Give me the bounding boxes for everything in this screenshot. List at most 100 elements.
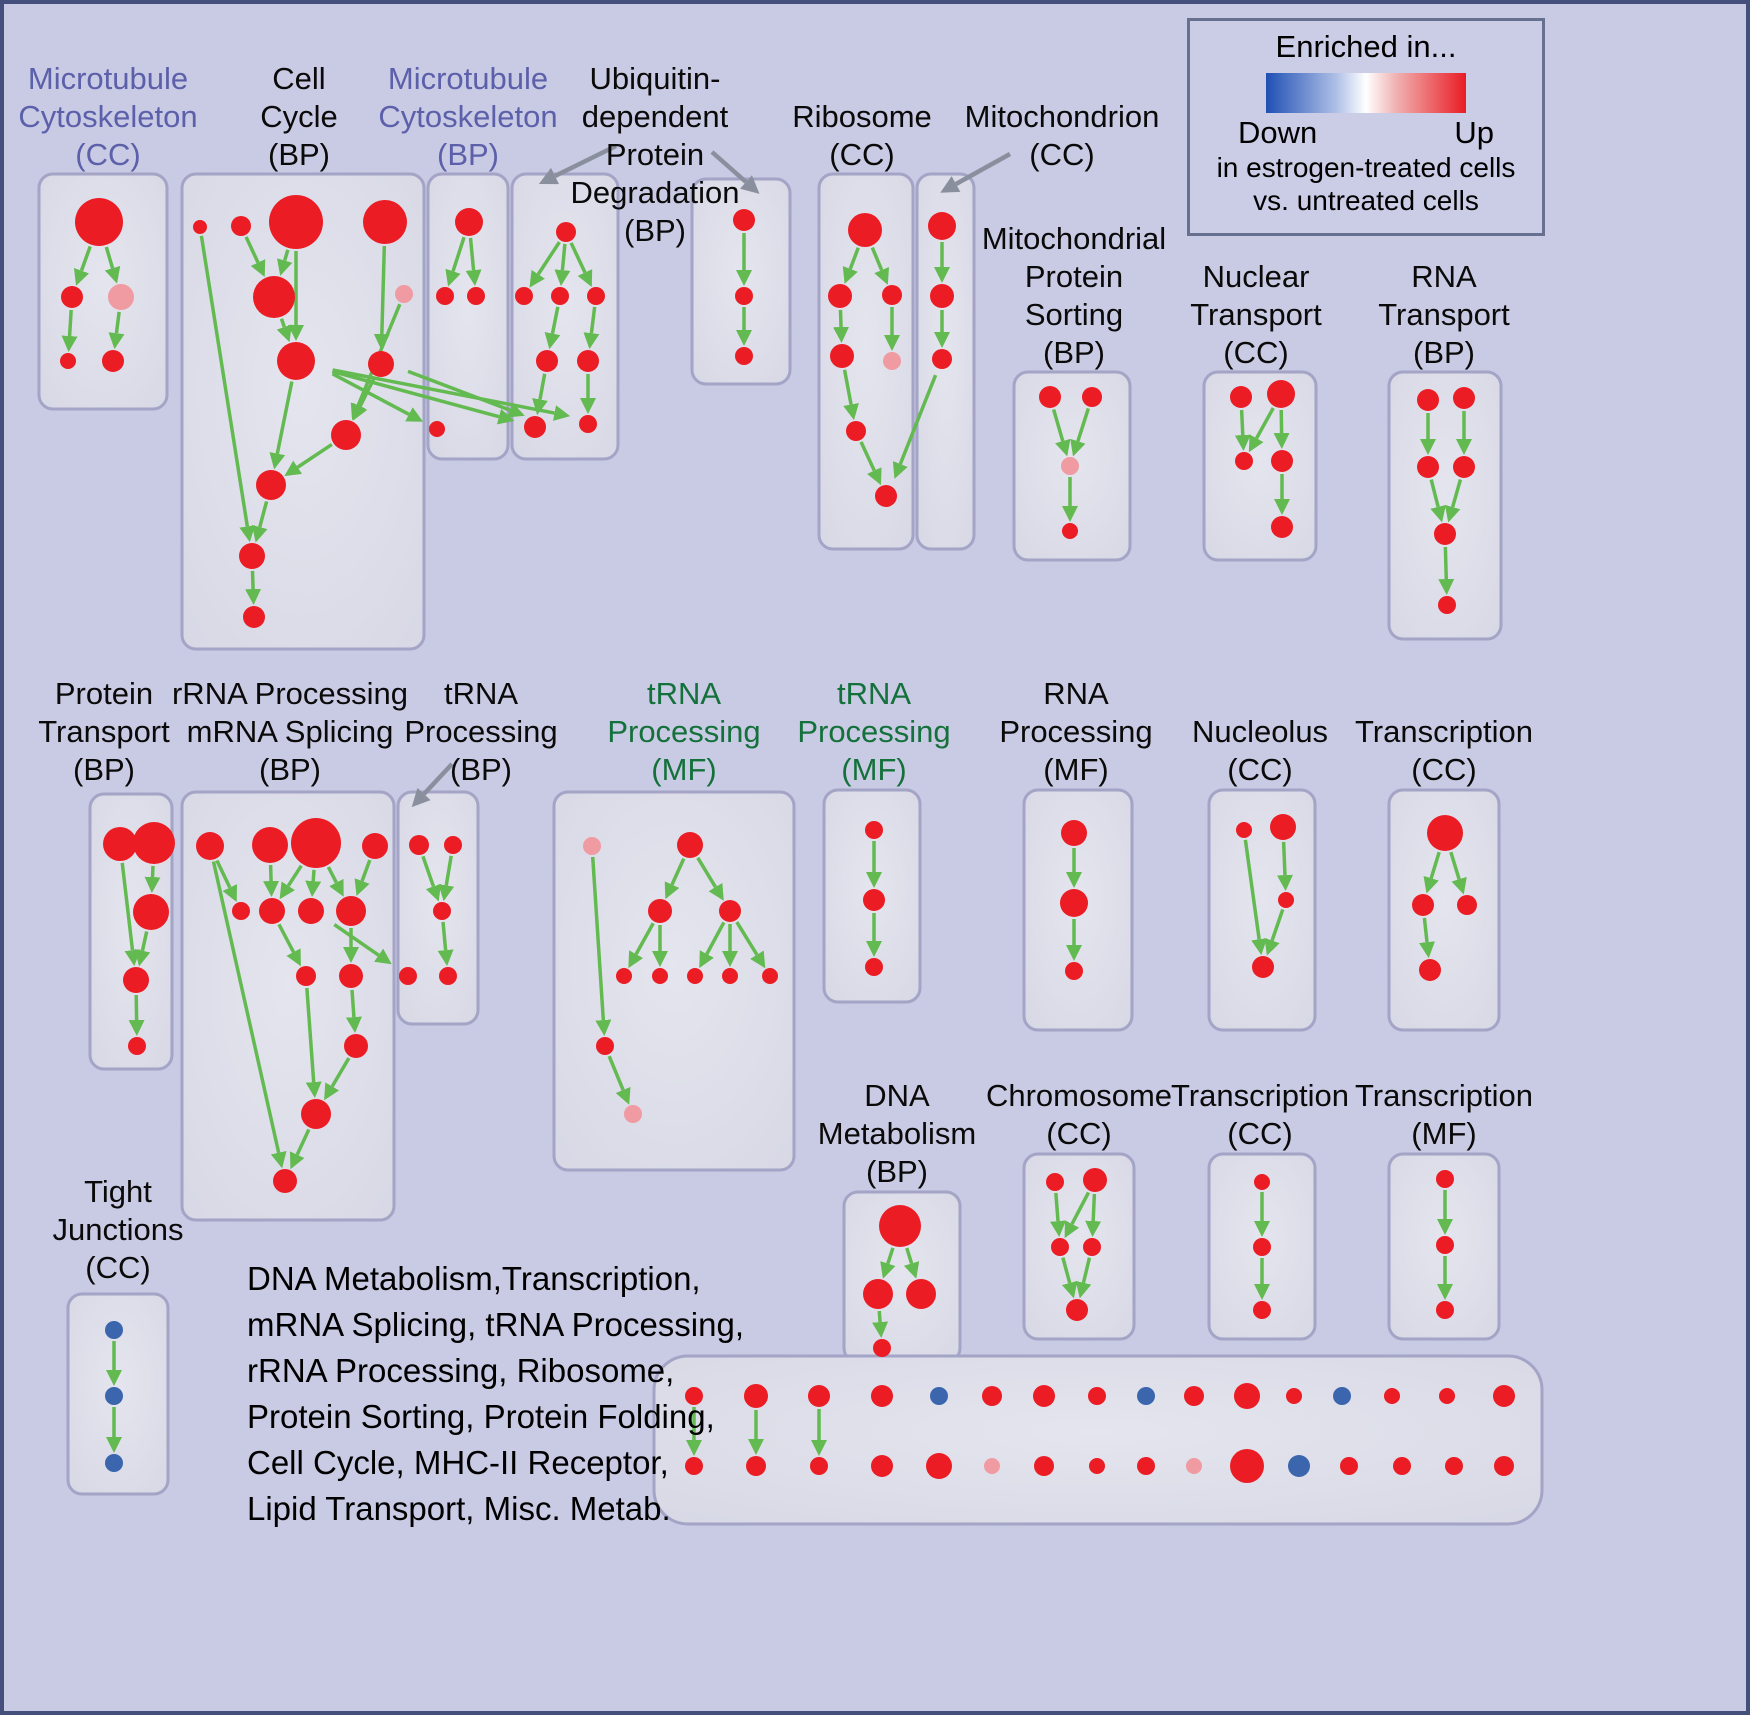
go-term-node bbox=[1088, 1387, 1106, 1405]
go-term-node bbox=[259, 898, 285, 924]
go-term-node bbox=[399, 967, 417, 985]
edge-arrow bbox=[1085, 1193, 1102, 1238]
go-term-node bbox=[1082, 387, 1102, 407]
go-term-node bbox=[1230, 1449, 1264, 1483]
edge-arrow bbox=[245, 570, 262, 606]
enrichment-legend: Enriched in... Down Up in estrogen-treat… bbox=[1187, 18, 1545, 236]
go-term-node bbox=[1278, 892, 1294, 908]
edge-arrow bbox=[699, 921, 726, 969]
legend-subtitle-line1: in estrogen-treated cells bbox=[1216, 152, 1516, 183]
go-term-node bbox=[243, 606, 265, 628]
go-term-node bbox=[677, 832, 703, 858]
go-term-node bbox=[1034, 1456, 1054, 1476]
go-term-node bbox=[1252, 956, 1274, 978]
go-term-node bbox=[865, 958, 883, 976]
legend-minmax-row: Down Up bbox=[1238, 115, 1494, 151]
go-term-node bbox=[1066, 1299, 1088, 1321]
go-term-node bbox=[928, 212, 956, 240]
go-term-node bbox=[722, 968, 738, 984]
edge-arrow bbox=[61, 309, 78, 353]
edge-arrow bbox=[1234, 409, 1251, 452]
go-term-node bbox=[1340, 1457, 1358, 1475]
go-term-node bbox=[1333, 1387, 1351, 1405]
go-term-node bbox=[1137, 1387, 1155, 1405]
cluster-box-nuclear-transport-cc bbox=[1202, 370, 1318, 562]
edges-layer bbox=[61, 143, 1472, 1456]
go-term-node bbox=[239, 543, 265, 569]
edge-arrow bbox=[607, 1055, 631, 1105]
go-term-node bbox=[128, 1037, 146, 1055]
edge-arrow bbox=[569, 242, 593, 287]
go-term-node bbox=[362, 833, 388, 859]
go-term-node bbox=[1230, 386, 1252, 408]
go-term-node bbox=[256, 470, 286, 500]
edge-arrow bbox=[331, 369, 515, 425]
go-term-node bbox=[269, 195, 323, 249]
misc-note-line: DNA Metabolism,Transcription, bbox=[247, 1260, 701, 1297]
edge-arrow bbox=[1429, 479, 1446, 523]
edge-arrow bbox=[664, 857, 686, 900]
go-term-node bbox=[439, 967, 457, 985]
cluster-label-transcription-cc-lower: Transcription(CC) bbox=[1171, 1078, 1349, 1151]
go-term-node bbox=[1083, 1238, 1101, 1256]
edge-arrow bbox=[583, 306, 600, 350]
cluster-box-trna-processing-mf-large bbox=[552, 790, 796, 1172]
label-pointer-arrow bbox=[411, 762, 454, 808]
go-term-node bbox=[930, 284, 954, 308]
go-term-node bbox=[193, 220, 207, 234]
go-term-node bbox=[298, 898, 324, 924]
edge-arrow bbox=[333, 923, 392, 965]
go-term-node bbox=[455, 208, 483, 236]
label-pointer-arrow bbox=[538, 143, 617, 185]
go-term-node bbox=[273, 1169, 297, 1193]
go-term-node bbox=[232, 902, 250, 920]
edge-arrow bbox=[1276, 841, 1293, 892]
go-term-node bbox=[331, 420, 361, 450]
go-term-node bbox=[984, 1458, 1000, 1474]
go-term-node bbox=[231, 216, 251, 236]
edge-arrow bbox=[326, 866, 344, 897]
edge-arrow bbox=[354, 859, 372, 896]
go-term-node bbox=[409, 835, 429, 855]
go-term-node bbox=[583, 837, 601, 855]
go-term-node bbox=[61, 286, 83, 308]
edge-arrow bbox=[104, 246, 121, 284]
go-term-node bbox=[102, 350, 124, 372]
go-term-node bbox=[1267, 380, 1295, 408]
cluster-label-chromosome-cc: Chromosome(CC) bbox=[986, 1078, 1172, 1151]
go-term-node bbox=[871, 1455, 893, 1477]
go-term-node bbox=[577, 350, 599, 372]
edge-arrow bbox=[859, 441, 882, 486]
go-term-node bbox=[252, 827, 288, 863]
go-term-node bbox=[848, 213, 882, 247]
edge-arrow bbox=[1051, 408, 1071, 457]
go-term-node bbox=[429, 421, 445, 437]
cluster-box-ribosome-cc bbox=[817, 172, 915, 551]
go-term-node bbox=[906, 1279, 936, 1309]
go-term-node bbox=[1254, 1174, 1270, 1190]
edge-arrow bbox=[244, 236, 266, 278]
edge-arrow bbox=[735, 921, 766, 969]
go-term-node bbox=[1061, 820, 1087, 846]
cluster-label-mitochondrion-cc: Mitochondrion(CC) bbox=[965, 99, 1160, 172]
edge-arrow bbox=[437, 921, 454, 967]
go-term-node bbox=[60, 353, 76, 369]
edge-arrow bbox=[696, 856, 724, 901]
cluster-label-transcription-mf: Transcription(MF) bbox=[1355, 1078, 1533, 1151]
edge-arrow bbox=[1438, 546, 1455, 596]
edge-arrow bbox=[870, 246, 890, 285]
edge-arrow bbox=[345, 989, 362, 1034]
go-term-node bbox=[1417, 456, 1439, 478]
go-term-node bbox=[735, 347, 753, 365]
go-term-node bbox=[336, 896, 366, 926]
edge-arrow bbox=[252, 500, 269, 543]
go-term-node bbox=[105, 1321, 123, 1339]
go-term-node bbox=[363, 200, 407, 244]
